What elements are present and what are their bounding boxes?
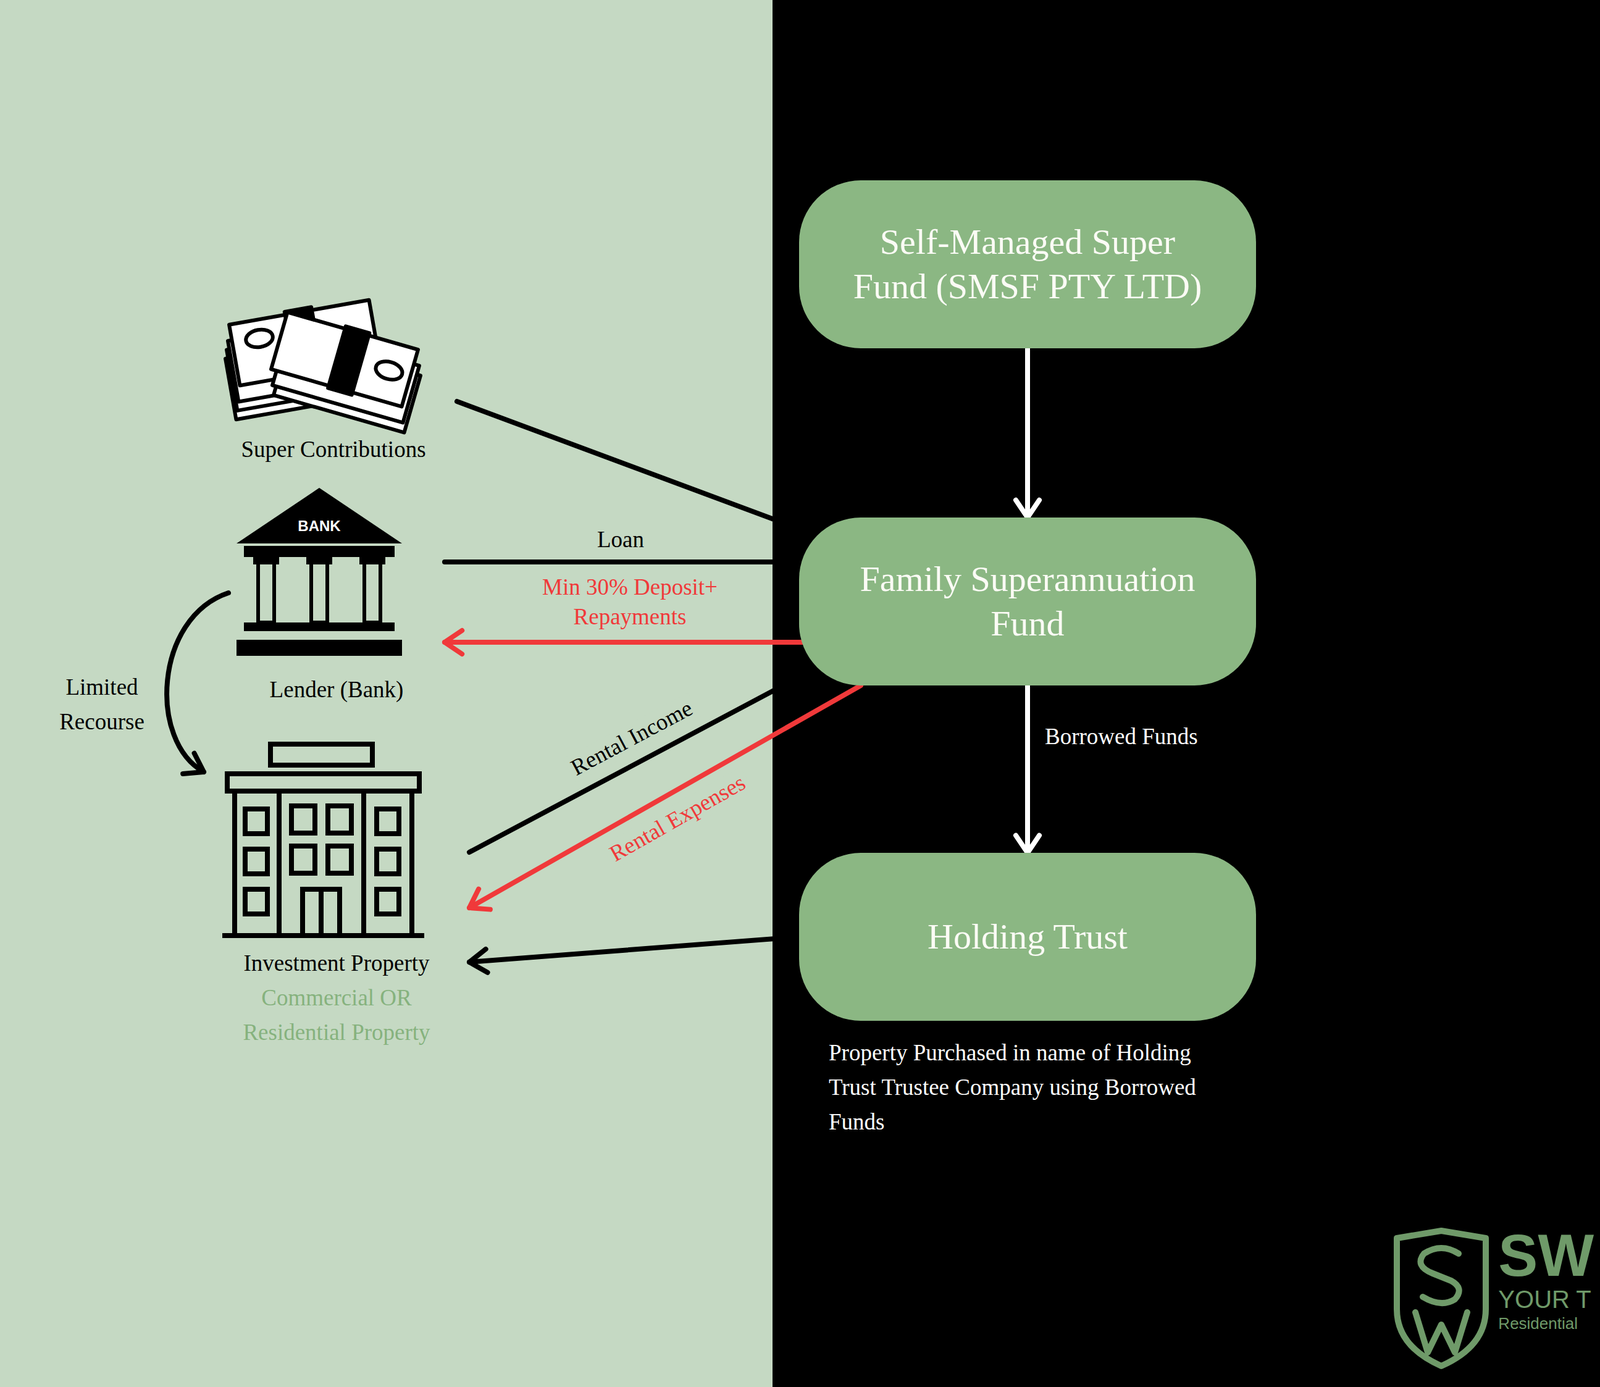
arrow-head — [182, 753, 204, 774]
icon-sublabel: Commercial OR Residential Property — [219, 980, 454, 1050]
connector-line — [444, 639, 803, 645]
flow-arrow — [444, 630, 803, 654]
fund-box: Self-Managed Super Fund (SMSF PTY LTD) — [799, 180, 1257, 349]
icon-node: Investment PropertyCommercial OR Residen… — [203, 737, 470, 1050]
connector-line — [444, 559, 802, 565]
arrow-head — [444, 630, 462, 654]
connector-line — [469, 667, 817, 853]
icon-node: Super Contributions — [209, 271, 457, 467]
arrow-head — [784, 550, 802, 574]
box-title: Holding Trust — [927, 914, 1128, 960]
edge-label: Limited Recourse — [30, 670, 174, 740]
fund-box: Family Superannuation Fund — [799, 517, 1257, 686]
edge-label: Min 30% Deposit+ Repayments — [506, 572, 754, 632]
box-title: Self-Managed Super Fund (SMSF PTY LTD) — [842, 219, 1213, 310]
bank-icon — [236, 487, 403, 656]
flow-arrow — [469, 665, 817, 853]
note-text: Property Purchased in name of Holding Tr… — [828, 1035, 1224, 1140]
logo-shield — [1396, 1230, 1486, 1366]
box-title: Family Superannuation Fund — [856, 557, 1200, 647]
logo-line: YOUR T — [1498, 1285, 1594, 1314]
connector-line — [469, 936, 800, 963]
logo-line: Residential — [1498, 1313, 1594, 1335]
edge-label: Rental Income — [562, 692, 701, 784]
connector-line — [469, 685, 861, 908]
icon-node: Lender (Bank) — [228, 481, 445, 708]
edge-label: Borrowed Funds — [1041, 719, 1247, 754]
connector-line — [1025, 348, 1031, 518]
flow-arrow — [469, 936, 800, 973]
arrow-head — [1015, 500, 1040, 518]
edge-label: Rental Expenses — [601, 766, 754, 869]
money-icon — [225, 300, 421, 433]
logo-text: SWYOUR TResidential — [1498, 1225, 1594, 1335]
flow-arrow — [1015, 348, 1040, 518]
connector-line — [456, 401, 817, 536]
flow-arrow — [444, 550, 802, 574]
flow-arrow — [469, 685, 861, 910]
logo-mark: SW — [1498, 1225, 1594, 1286]
arrow-head — [1015, 835, 1040, 853]
flow-arrow — [456, 401, 817, 541]
building-icon — [222, 744, 425, 936]
icon-label: Investment Property — [243, 946, 430, 981]
flow-arrow — [1015, 685, 1040, 853]
flow-arrow — [166, 592, 229, 774]
fund-box: Holding Trust — [799, 852, 1257, 1021]
connector-line — [1025, 685, 1031, 853]
arrow-head — [796, 518, 817, 541]
arrow-head — [469, 889, 491, 910]
edge-label: Loan — [593, 526, 648, 554]
bank-sign: BANK — [297, 516, 341, 536]
arrow-head — [469, 949, 488, 973]
connector-line — [166, 592, 229, 772]
icon-label: Super Contributions — [240, 432, 426, 467]
icon-label: Lender (Bank) — [269, 672, 404, 708]
arrow-head — [795, 665, 817, 687]
